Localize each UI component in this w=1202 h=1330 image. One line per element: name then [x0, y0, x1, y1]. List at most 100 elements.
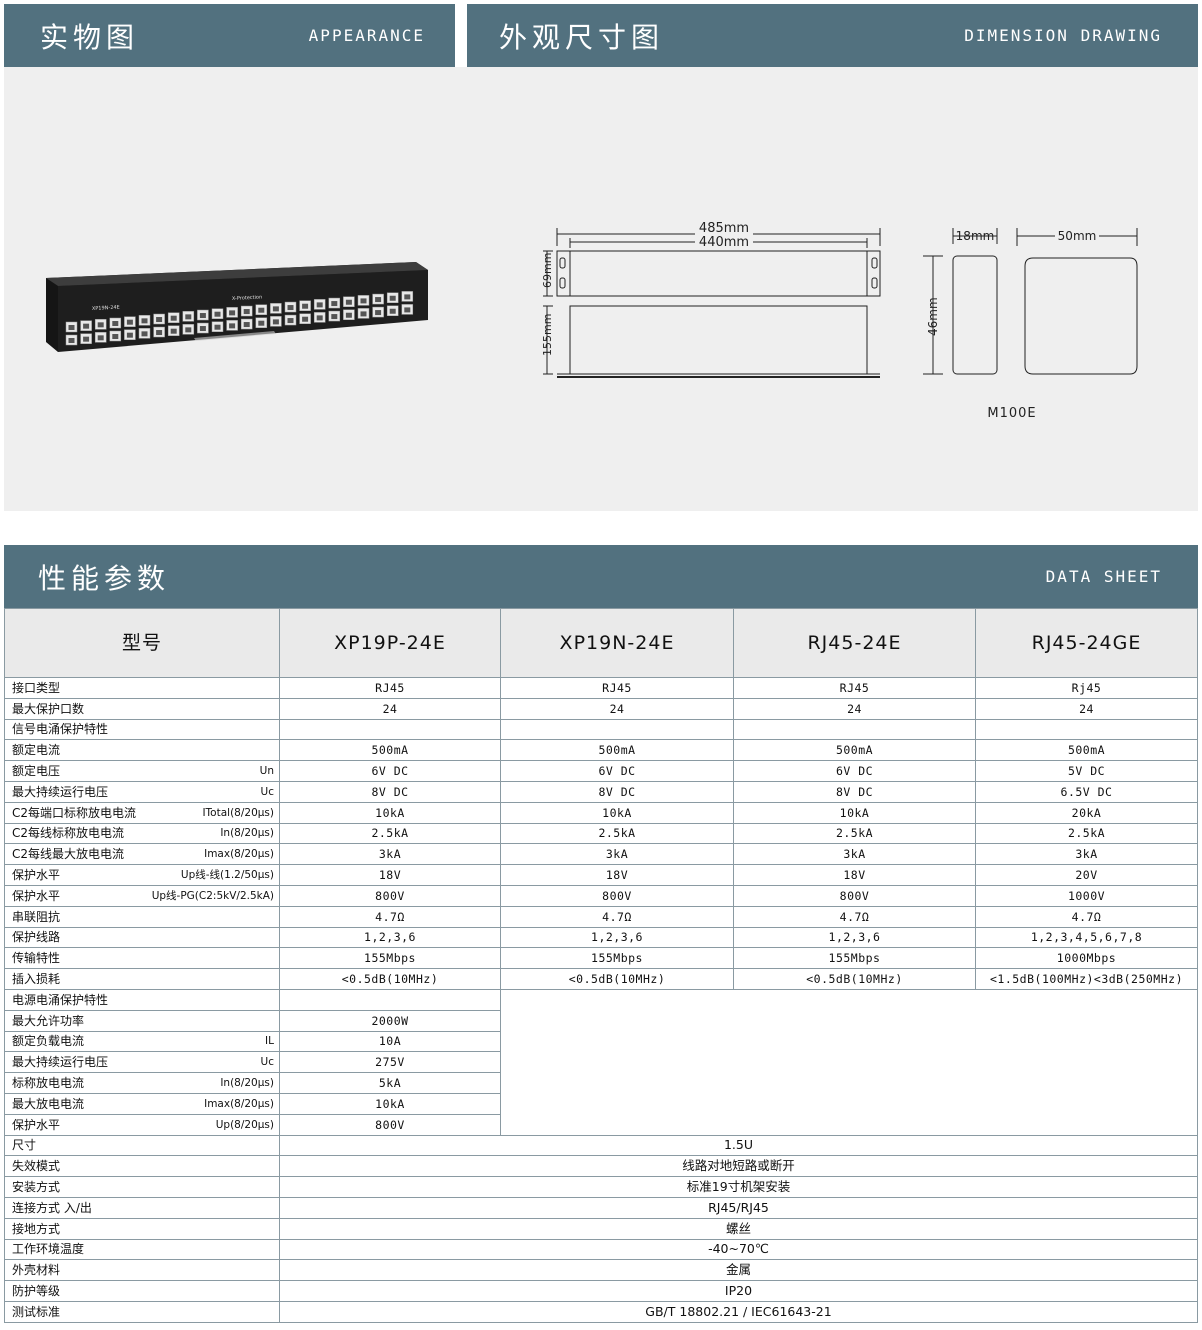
table-row: 外壳材料金属	[4, 1259, 1198, 1282]
value-cell: 500mA	[975, 739, 1198, 762]
rj45-port-socket	[97, 322, 104, 328]
value-cell: 1,2,3,6	[500, 926, 734, 949]
rj45-port-socket	[229, 310, 236, 316]
rj45-port-socket	[185, 327, 192, 333]
value-cell	[279, 988, 501, 1011]
rj45-port-socket	[404, 294, 411, 300]
row-condition: In(8/20μs)	[220, 827, 274, 840]
device-brand-print: X-Protection	[232, 294, 263, 302]
table-row: 信号电涌保护特性	[4, 718, 1198, 741]
value-cell: 500mA	[500, 739, 734, 762]
row-condition: Uc	[260, 1056, 274, 1069]
rj45-port-socket	[141, 318, 148, 324]
row-label: 插入损耗	[4, 968, 280, 990]
value-cell: 2.5kA	[975, 822, 1198, 845]
value-cell: <0.5dB(10MHz)	[279, 968, 501, 990]
row-label: 额定电流	[4, 739, 280, 762]
row-label: Imax(8/20μs)最大放电电流	[4, 1092, 280, 1115]
rj45-port-socket	[316, 315, 323, 321]
rj45-port-socket	[375, 310, 382, 316]
spec-table: 型号 XP19P-24E XP19N-24E RJ45-24E RJ45-24G…	[4, 608, 1198, 1323]
row-label: 连接方式 入/出	[4, 1196, 280, 1219]
rj45-port-grid	[65, 291, 414, 346]
dimension-header: 外观尺寸图 DIMENSION DRAWING	[467, 4, 1198, 67]
value-cell: RJ45	[733, 677, 976, 699]
rj45-port-socket	[360, 298, 367, 304]
model-header-cell: 型号	[4, 608, 280, 678]
rj45-port-socket	[68, 325, 75, 330]
row-label: 接口类型	[4, 677, 280, 699]
value-cell: <0.5dB(10MHz)	[500, 968, 734, 990]
value-cell: RJ45	[500, 677, 734, 699]
value-cell: 5kA	[279, 1072, 501, 1094]
common-value-cell: GB/T 18802.21 / IEC61643-21	[279, 1300, 1198, 1323]
rj45-port-socket	[345, 299, 352, 305]
rj45-port-socket	[272, 306, 279, 312]
rj45-port-socket	[83, 336, 90, 342]
appearance-header: 实物图 APPEARANCE	[4, 4, 455, 67]
row-label: 最大保护口数	[4, 697, 280, 720]
value-cell: <1.5dB(100MHz)<3dB(250MHz)	[975, 968, 1198, 990]
product-photo: XP19N-24E X-Protection	[46, 262, 428, 352]
dimension-title: 外观尺寸图	[499, 20, 665, 54]
rj45-port-socket	[258, 307, 265, 313]
row-condition: Uc	[260, 785, 274, 798]
rj45-port-socket	[287, 305, 294, 311]
common-value-cell: 金属	[279, 1259, 1198, 1282]
value-cell: 4.7Ω	[975, 905, 1198, 928]
value-cell: 24	[975, 697, 1198, 720]
row-label: 失效模式	[4, 1155, 280, 1178]
value-cell: 24	[733, 697, 976, 720]
value-cell: 3kA	[500, 843, 734, 866]
row-label: 外壳材料	[4, 1259, 280, 1282]
rj45-port-socket	[68, 338, 75, 343]
row-label-text: 保护水平	[12, 868, 61, 883]
value-cell: 2000W	[279, 1009, 501, 1032]
datasheet-header: 性能参数 DATA SHEET	[4, 545, 1198, 608]
rj45-port-socket	[126, 319, 133, 325]
row-label-text: 信号电涌保护特性	[12, 722, 109, 737]
value-cell: 800V	[733, 884, 976, 907]
row-label: In(8/20μs)标称放电电流	[4, 1072, 280, 1094]
row-label: 最大允许功率	[4, 1009, 280, 1032]
value-cell	[733, 718, 976, 741]
value-cell: 1,2,3,4,5,6,7,8	[975, 926, 1198, 949]
rj45-port-socket	[243, 309, 250, 315]
common-value-cell: 1.5U	[279, 1134, 1198, 1157]
row-label: In(8/20μs)C2每线标称放电电流	[4, 822, 280, 845]
value-cell: 8V DC	[733, 780, 976, 803]
row-label: 工作环境温度	[4, 1238, 280, 1261]
top-depth-label: 155mm	[541, 314, 554, 356]
value-cell: 155Mbps	[500, 947, 734, 970]
device-model-print: XP19N-24E	[92, 305, 120, 312]
empty-cell	[500, 988, 1198, 1136]
datasheet-title: 性能参数	[38, 561, 171, 595]
module-depth-label: 50mm	[1058, 229, 1097, 243]
rj45-port-socket	[360, 311, 367, 317]
rj45-port-socket	[229, 323, 236, 329]
row-label-text: 串联阻抗	[12, 909, 61, 924]
dimension-drawing: 485mm 440mm 69mm 155mm 18mm 46mm 50mm M1…	[541, 221, 1138, 421]
value-cell: 10kA	[500, 801, 734, 824]
model-col-1: XP19P-24E	[279, 608, 501, 678]
value-cell: 6.5V DC	[975, 780, 1198, 803]
rj45-port-socket	[389, 295, 396, 301]
module-front-outline	[1024, 257, 1138, 375]
value-cell: 10A	[279, 1030, 501, 1053]
rj45-port-socket	[185, 314, 192, 320]
value-cell: 20V	[975, 864, 1198, 886]
row-label-text: 最大保护口数	[12, 701, 85, 716]
value-cell: 1000V	[975, 884, 1198, 907]
datasheet-subtitle: DATA SHEET	[1045, 567, 1162, 586]
module-side-outline	[952, 255, 998, 375]
rj45-port-socket	[302, 303, 309, 309]
